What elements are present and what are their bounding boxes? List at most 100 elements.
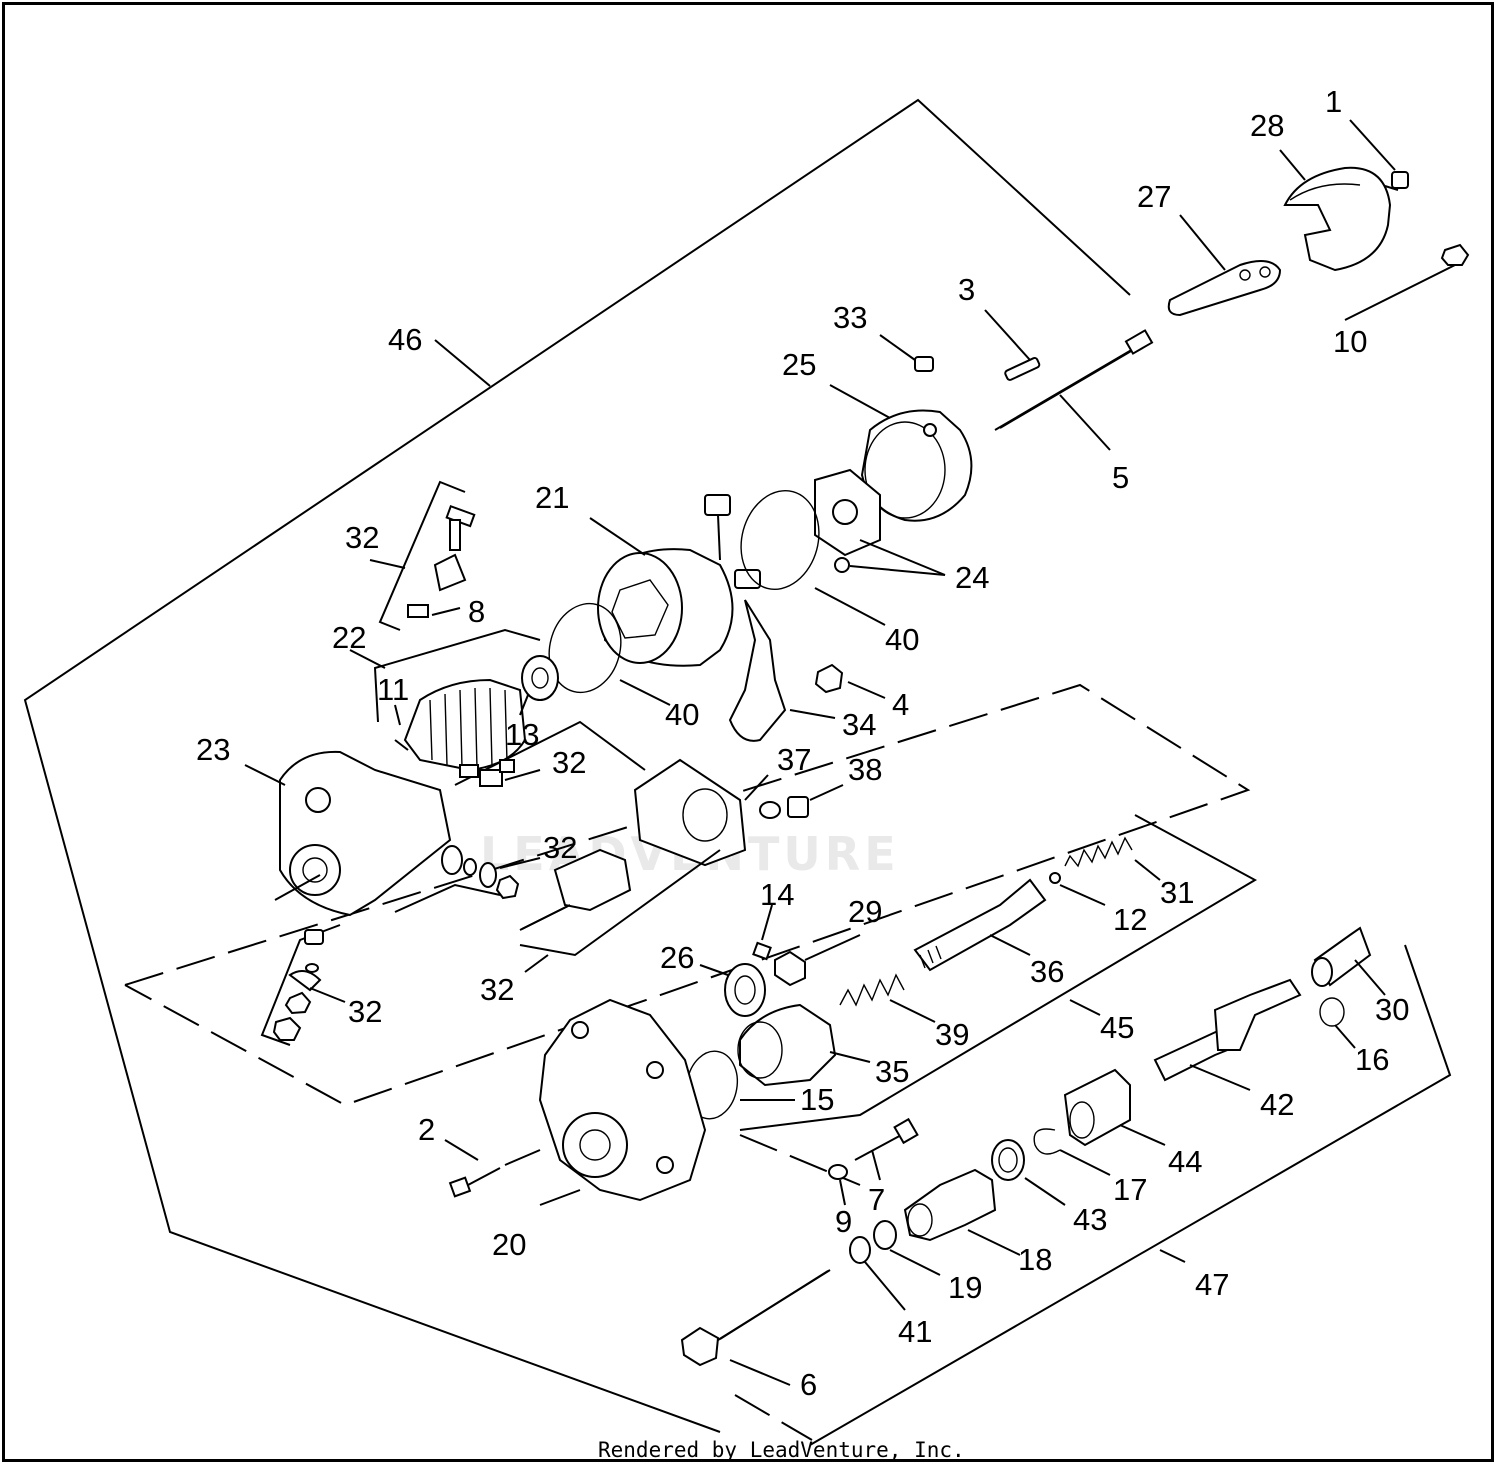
part-4-nut <box>814 663 886 699</box>
part-32-plunger <box>519 848 721 973</box>
assembly-45-right <box>739 814 1258 1131</box>
callout-4: 4 <box>892 687 909 722</box>
part-3-pin <box>984 309 1041 381</box>
callout-16: 16 <box>1355 1042 1389 1077</box>
part-32-kit-terminal <box>260 924 346 1046</box>
part-42-output-shaft <box>1153 978 1302 1091</box>
callout-38: 38 <box>848 752 882 787</box>
part-10-nut <box>1344 243 1470 321</box>
callout-13: 13 <box>505 717 539 752</box>
part-40-o-ring-lower <box>548 602 671 706</box>
callout-9: 9 <box>835 1204 852 1239</box>
part-26-idler-gear <box>699 963 766 1017</box>
assembly-47-dashed <box>734 1394 813 1441</box>
callout-14: 14 <box>760 877 794 912</box>
callout-32-c: 32 <box>543 830 577 865</box>
callout-33: 33 <box>833 300 867 335</box>
callout-41: 41 <box>898 1314 932 1349</box>
part-32-brush-kit-upper <box>369 480 476 631</box>
part-19-washer <box>873 1220 941 1276</box>
part-44-collar <box>1063 1068 1166 1147</box>
part-35-clutch <box>737 1003 871 1087</box>
part-2-bolt <box>444 1139 541 1198</box>
callout-39: 39 <box>935 1017 969 1052</box>
part-7-bolt <box>854 1117 919 1181</box>
part-32-kit-middle <box>454 720 646 787</box>
part-43-spring <box>991 1139 1066 1206</box>
callout-32-e: 32 <box>348 994 382 1029</box>
part-17-snap-ring <box>1033 1128 1111 1176</box>
callout-24: 24 <box>955 560 989 595</box>
assembly-47-outline <box>809 944 1452 1446</box>
part-23-gear-housing <box>244 750 452 917</box>
part-24-brush-plate <box>814 468 946 576</box>
part-37-gasket <box>633 758 769 867</box>
part-9-washer <box>828 1164 848 1206</box>
callout-42: 42 <box>1260 1087 1294 1122</box>
callout-46: 46 <box>388 322 422 357</box>
part-22-armature-group <box>349 628 541 723</box>
part-18-pinion <box>903 1168 1021 1256</box>
callout-19: 19 <box>948 1270 982 1305</box>
part-20-drive-housing <box>538 998 707 1206</box>
part-29-retainer <box>774 934 861 987</box>
part-5-through-bolt <box>994 329 1154 451</box>
callout-32-b: 32 <box>552 745 586 780</box>
callout-44: 44 <box>1168 1144 1202 1179</box>
callout-5: 5 <box>1112 460 1129 495</box>
part-33-screw <box>879 334 934 372</box>
callout-20: 20 <box>492 1227 526 1262</box>
callout-11: 11 <box>377 672 409 707</box>
callout-6: 6 <box>800 1367 817 1402</box>
part-28-cover <box>1279 149 1392 272</box>
callout-21: 21 <box>535 480 569 515</box>
part-16-ring <box>1319 997 1356 1049</box>
callout-12: 12 <box>1113 902 1147 937</box>
part-41-clip <box>849 1236 906 1311</box>
callout-28: 28 <box>1250 108 1284 143</box>
callout-10: 10 <box>1333 324 1367 359</box>
callout-32-a: 32 <box>345 520 379 555</box>
leader-47 <box>1159 1249 1186 1263</box>
callout-17: 17 <box>1113 1172 1147 1207</box>
part-32-kit-plunger-parts <box>394 845 541 913</box>
part-21-field-frame <box>589 494 761 667</box>
callout-27: 27 <box>1137 179 1171 214</box>
part-11-armature <box>394 678 527 772</box>
callout-40-b: 40 <box>665 697 699 732</box>
callout-2: 2 <box>418 1112 435 1147</box>
part-13-bearing <box>519 655 559 716</box>
footer-credit: Rendered by LeadVenture, Inc. <box>598 1438 965 1462</box>
callout-34: 34 <box>842 707 876 742</box>
callout-1: 1 <box>1325 84 1342 119</box>
callout-43: 43 <box>1073 1202 1107 1237</box>
callout-35: 35 <box>875 1054 909 1089</box>
part-1-screw <box>1349 119 1409 191</box>
leader-45 <box>1069 999 1101 1016</box>
part-25-end-cap <box>829 384 973 522</box>
callout-23: 23 <box>196 732 230 767</box>
part-14-pin <box>752 904 773 961</box>
callout-7: 7 <box>868 1182 885 1217</box>
assembly-46-outline <box>23 98 1131 1433</box>
part-40-o-ring-upper <box>740 490 886 626</box>
callout-3: 3 <box>958 272 975 307</box>
callout-26: 26 <box>660 940 694 975</box>
callout-18: 18 <box>1018 1242 1052 1277</box>
callout-40-a: 40 <box>885 622 919 657</box>
assembly-45-outline <box>124 683 1251 1107</box>
callout-36: 36 <box>1030 954 1064 989</box>
part-38-screw <box>759 784 844 819</box>
callout-25: 25 <box>782 347 816 382</box>
callout-37: 37 <box>777 742 811 777</box>
callout-15: 15 <box>800 1082 834 1117</box>
callout-22: 22 <box>332 620 366 655</box>
callout-29: 29 <box>848 894 882 929</box>
part-39-spring <box>839 973 936 1023</box>
part-30-sleeve <box>1311 926 1386 996</box>
part-27-link <box>1167 214 1282 317</box>
callout-labels: 1 2 3 4 5 6 7 8 9 10 11 12 13 14 15 16 1… <box>196 84 1409 1402</box>
